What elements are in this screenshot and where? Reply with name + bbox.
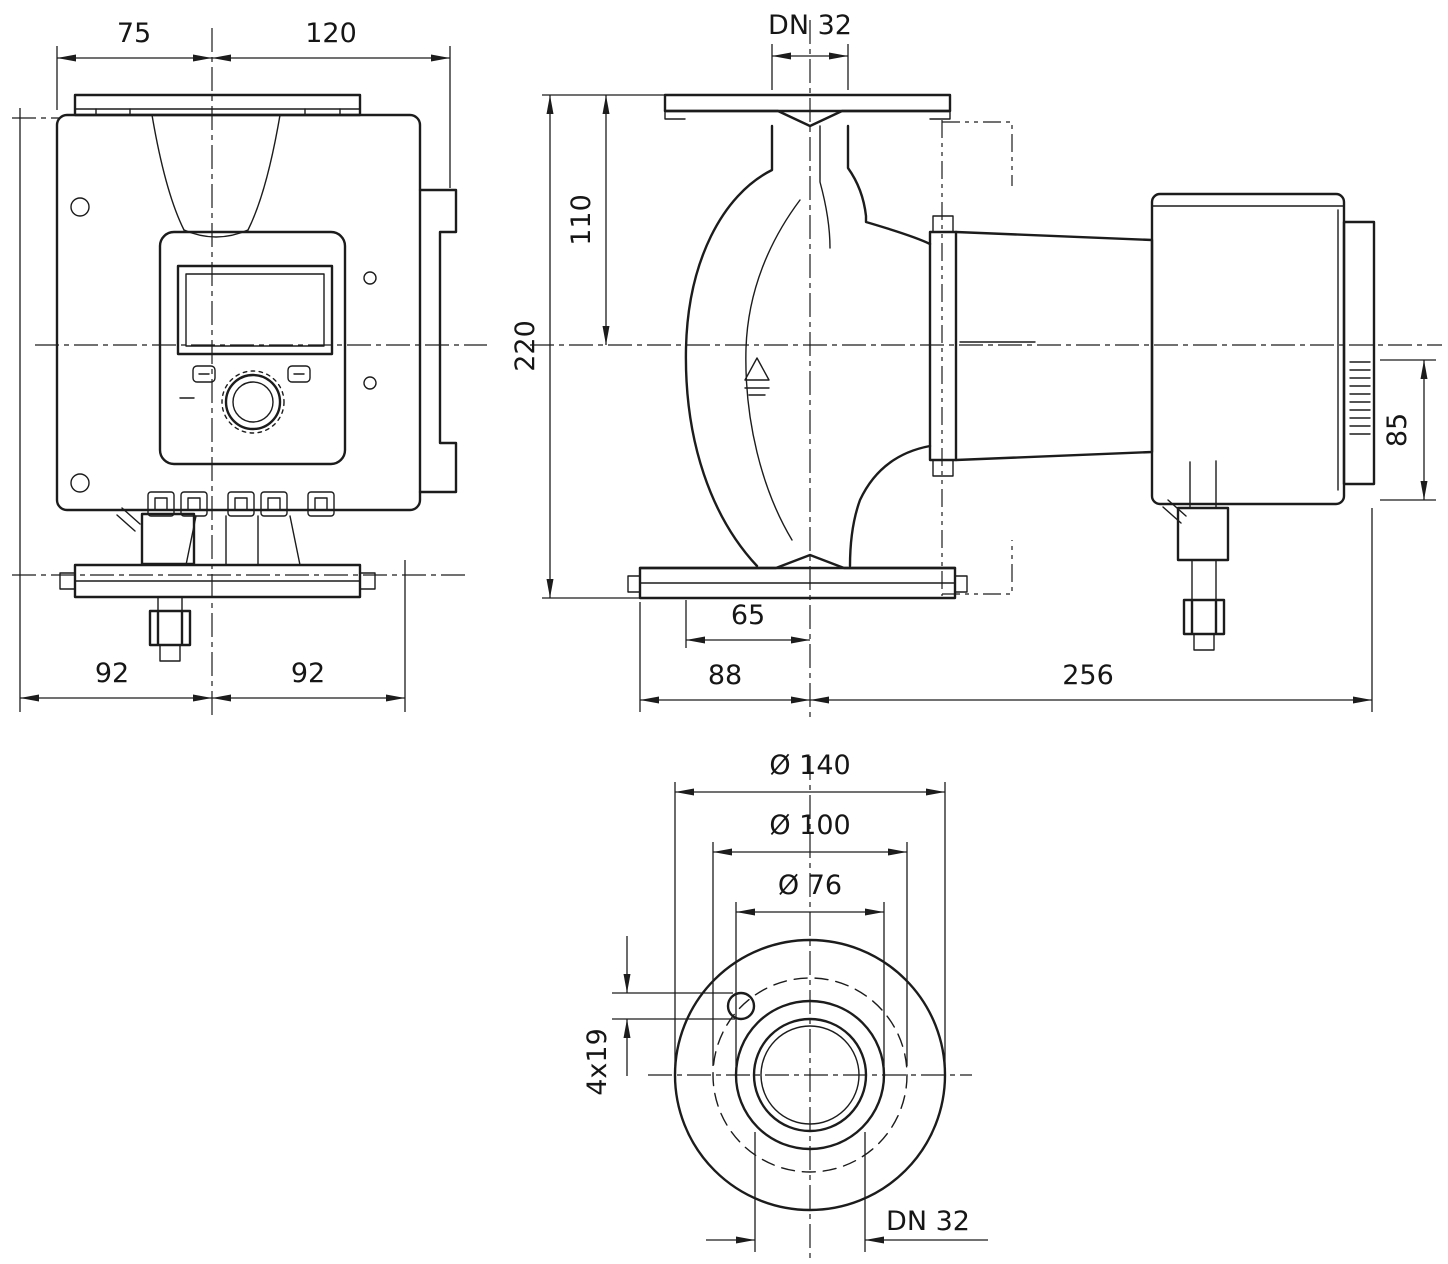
button-right (287, 365, 311, 383)
port-outer-circle (752, 1017, 868, 1133)
flange-outer-circle (673, 938, 947, 1212)
bolt-circle (712, 977, 908, 1173)
screw-right-upper (363, 271, 377, 285)
side-module-front (418, 188, 458, 494)
dim-total-height: 220 (510, 320, 541, 372)
display-screen (185, 273, 325, 347)
front-view: 75 120 92 92 (12, 18, 487, 718)
display-grille (1349, 361, 1371, 435)
drain-valve-front (116, 507, 196, 662)
operating-knob (224, 373, 282, 431)
electronics-box (1150, 192, 1346, 506)
flow-direction-mark (744, 357, 770, 396)
dim-front-depth: 88 (708, 660, 742, 691)
dim-bolt-circle: Ø 100 (769, 810, 850, 841)
volute-outline-right-top (846, 124, 932, 246)
drain-valve-side (1162, 460, 1230, 651)
port-bore-circle (760, 1025, 860, 1125)
cable-glands (147, 491, 335, 517)
screw-bottom-left (70, 473, 90, 493)
dim-motor-length: 256 (1062, 660, 1114, 691)
dim-outer-diameter: Ø 140 (769, 750, 850, 781)
side-top-flange (663, 93, 952, 113)
dim-nominal-bottom: DN 32 (886, 1206, 970, 1237)
display-module-side (1342, 220, 1376, 486)
dim-front-foot-right: 92 (291, 658, 325, 689)
front-top-flange (73, 93, 362, 117)
dim-bolt-holes: 4x19 (582, 1028, 613, 1096)
dim-front-width-left: 75 (117, 18, 151, 49)
button-left (192, 365, 216, 383)
volute-outline-right-bottom (848, 444, 932, 568)
side-view: DN 32 110 220 65 88 256 85 (510, 10, 1442, 722)
dim-module-height: 85 (1382, 413, 1413, 447)
dim-front-width-right: 120 (305, 18, 357, 49)
flange-bolt-bottom (932, 459, 954, 477)
raised-face-circle (734, 999, 886, 1151)
dim-nominal-top: DN 32 (768, 10, 852, 41)
dim-port-offset: 65 (731, 600, 765, 631)
bolt-hole (726, 991, 756, 1021)
motor-flange (928, 230, 958, 462)
volute-outline-left (684, 124, 774, 568)
flange-bolt-top (932, 215, 954, 233)
flange-view: Ø 140 Ø 100 Ø 76 4x19 DN 32 (582, 750, 988, 1262)
motor-body (954, 230, 1154, 462)
dim-front-foot-left: 92 (95, 658, 129, 689)
control-panel (158, 230, 347, 466)
display-frame (176, 264, 334, 356)
screw-right-lower (363, 376, 377, 390)
screw-top-left (70, 197, 90, 217)
knob-knurl (221, 370, 285, 434)
dim-port-height: 110 (566, 194, 597, 246)
dim-raised-face: Ø 76 (778, 870, 842, 901)
pump-body-front (55, 113, 422, 512)
